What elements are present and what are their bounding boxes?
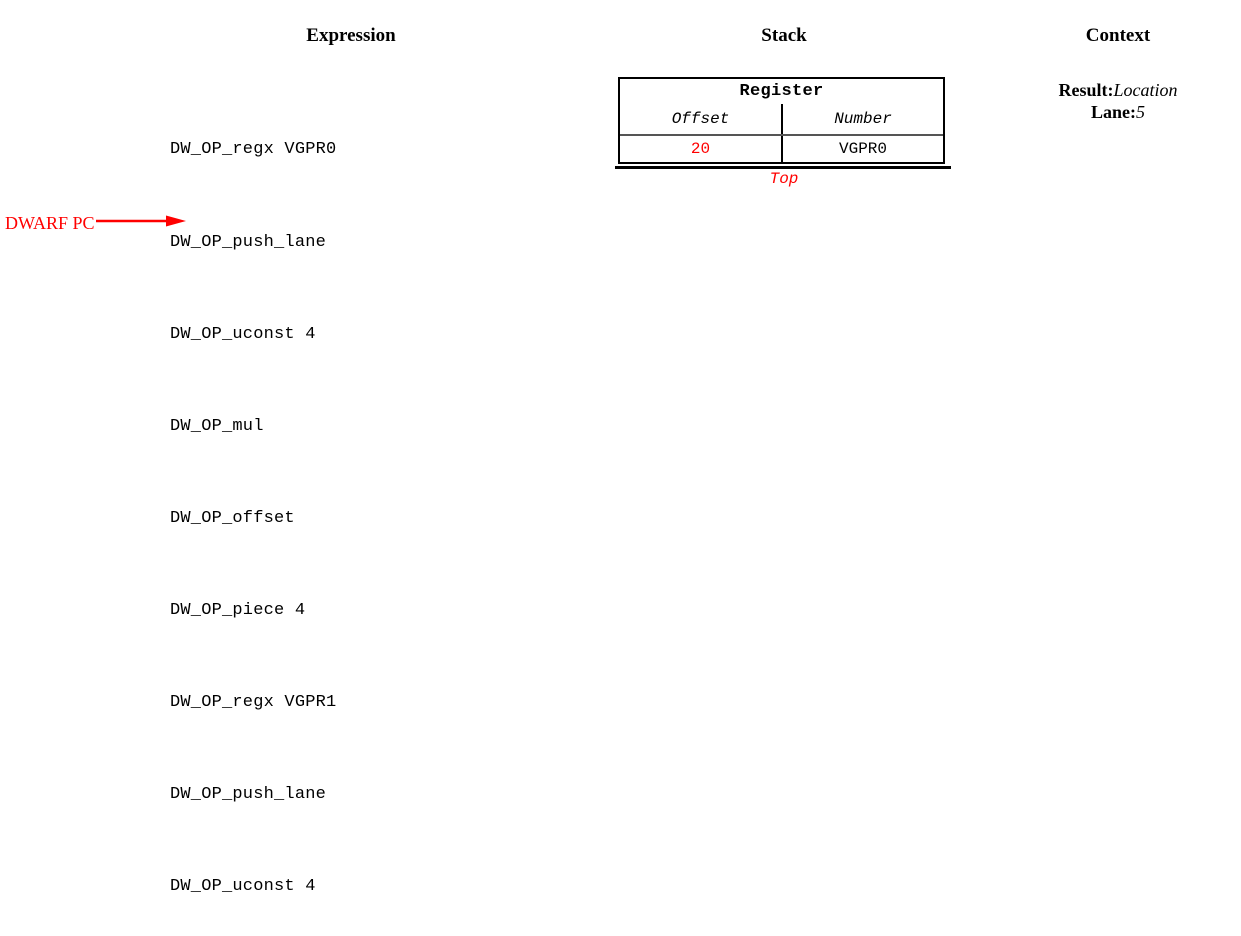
column-title-stack: Stack	[761, 25, 807, 46]
context-value-lane: 5	[1135, 102, 1145, 122]
stack-column-header-number: Number	[781, 104, 943, 134]
context-value-result: Location	[1113, 80, 1178, 100]
context-entry-result: Result:Location	[1058, 79, 1177, 101]
context-entry-lane: Lane:5	[1058, 101, 1177, 123]
expression-line: DW_OP_uconst 4	[170, 877, 316, 897]
stack-cell-number: VGPR0	[781, 136, 943, 162]
column-title-expression: Expression	[306, 25, 396, 46]
context-block: Result:Location Lane:5	[1058, 79, 1177, 123]
expression-line: DW_OP_offset	[170, 508, 295, 528]
stack-table-row: 20 VGPR0	[620, 134, 943, 162]
expression-line: DW_OP_regx VGPR1	[170, 692, 337, 712]
dwarf-pc-marker: DWARF PC	[5, 212, 188, 233]
stack-top-label: Top	[769, 170, 799, 188]
dwarf-pc-label: DWARF PC	[5, 212, 95, 233]
stack-table: Register Offset Number 20 VGPR0	[618, 77, 945, 164]
context-key-result: Result:	[1058, 80, 1114, 100]
stack-column-header-offset: Offset	[671, 110, 730, 128]
stack-entry-title: Register	[739, 82, 824, 101]
expression-line: DW_OP_mul	[170, 416, 264, 436]
expression-list: DW_OP_regx VGPR0 DW_OP_push_lane DW_OP_u…	[170, 74, 336, 936]
context-key-lane: Lane:	[1090, 102, 1136, 122]
stack-cell-offset: 20	[690, 140, 711, 158]
expression-line: DW_OP_uconst 4	[170, 324, 316, 344]
expression-line: DW_OP_push_lane	[170, 785, 327, 805]
expression-line: DW_OP_regx VGPR0	[170, 140, 337, 160]
column-title-context: Context	[1085, 25, 1151, 46]
arrow-right-icon	[95, 214, 188, 233]
expression-line: DW_OP_piece 4	[170, 600, 306, 620]
stack-floor-line	[615, 166, 951, 169]
expression-line: DW_OP_push_lane	[170, 232, 327, 252]
stack-table-header-row: Offset Number	[620, 104, 943, 134]
